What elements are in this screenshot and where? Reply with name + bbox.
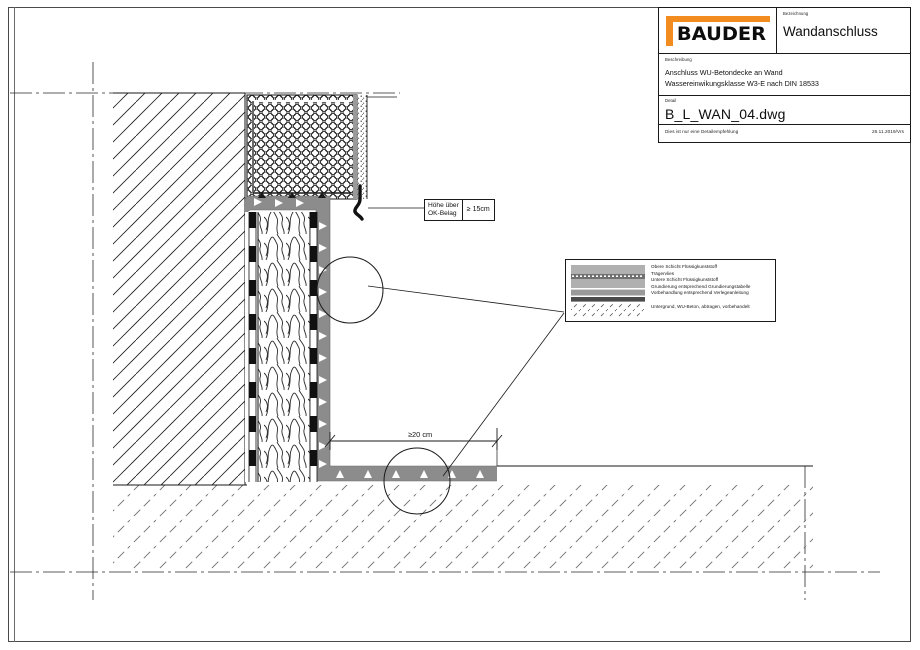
callout-height-over-covering: Höhe über OK-Belag ≥ 15cm	[424, 199, 495, 221]
legend-item-5: Untergrund, WU-Beton, abtragen, vorbehan…	[651, 304, 750, 310]
title-block: BAUDER Bezeichnung Wandanschluss Beschre…	[658, 7, 911, 143]
legend-item-4: Vorbehandlung entsprechend Verlegeanleit…	[651, 290, 749, 296]
bauder-logo: BAUDER	[659, 8, 777, 53]
footer-date: 26.11.2019/Vrs	[871, 129, 904, 134]
logo-bracket-top-icon	[665, 15, 770, 22]
legend-item-1: Trägervlies	[651, 270, 675, 276]
detail-filename: B_L_WAN_04.dwg	[665, 106, 786, 122]
description-line-0: Anschluss WU-Betondecke an Wand	[665, 68, 783, 77]
designation-cell: Bezeichnung Wandanschluss	[777, 8, 910, 53]
description-line-1: Wassereinwikungsklasse W3-E nach DIN 185…	[665, 78, 819, 88]
footer-note: Dies ist nur eine Detailempfehlung	[665, 129, 739, 134]
legend-label-list: Obere Schicht Flüssigkunststoff Trägervl…	[651, 264, 775, 311]
sheet-outer-frame	[8, 7, 911, 642]
logo-bracket-left-icon	[665, 15, 673, 46]
designation-value: Wandanschluss	[783, 24, 878, 39]
layer-legend: Obere Schicht Flüssigkunststoff Trägervl…	[565, 259, 776, 322]
logo-wordmark: BAUDER	[676, 22, 766, 45]
description-lines: Anschluss WU-Betondecke an Wand Wasserei…	[665, 68, 910, 89]
legend-item-3: Grundierung entsprechend Grundierungstab…	[651, 283, 751, 289]
callout-height-label: Höhe über OK-Belag	[425, 200, 463, 220]
title-block-row-description: Beschreibung Anschluss WU-Betondecke an …	[659, 54, 910, 96]
title-block-row-footer: Dies ist nur eine Detailempfehlung 26.11…	[659, 125, 910, 142]
legend-swatch-stack	[571, 265, 645, 318]
legend-item-0: Obere Schicht Flüssigkunststoff	[651, 264, 718, 269]
title-block-row-detail: Detail B_L_WAN_04.dwg	[659, 96, 910, 125]
legend-item-2: Untere Schicht Flüssigkunststoff	[651, 277, 719, 283]
callout-height-label-line2: OK-Belag	[428, 210, 457, 217]
callout-height-value: ≥ 15cm	[466, 206, 490, 213]
detail-caption: Detail	[665, 98, 677, 103]
callout-height-label-line1: Höhe über	[428, 202, 459, 209]
dimension-label-20cm: ≥20 cm	[406, 430, 435, 439]
designation-caption: Bezeichnung	[783, 11, 809, 16]
title-block-row-designation: BAUDER Bezeichnung Wandanschluss	[659, 8, 910, 54]
sheet-inner-frame	[14, 7, 911, 642]
description-caption: Beschreibung	[665, 57, 692, 62]
